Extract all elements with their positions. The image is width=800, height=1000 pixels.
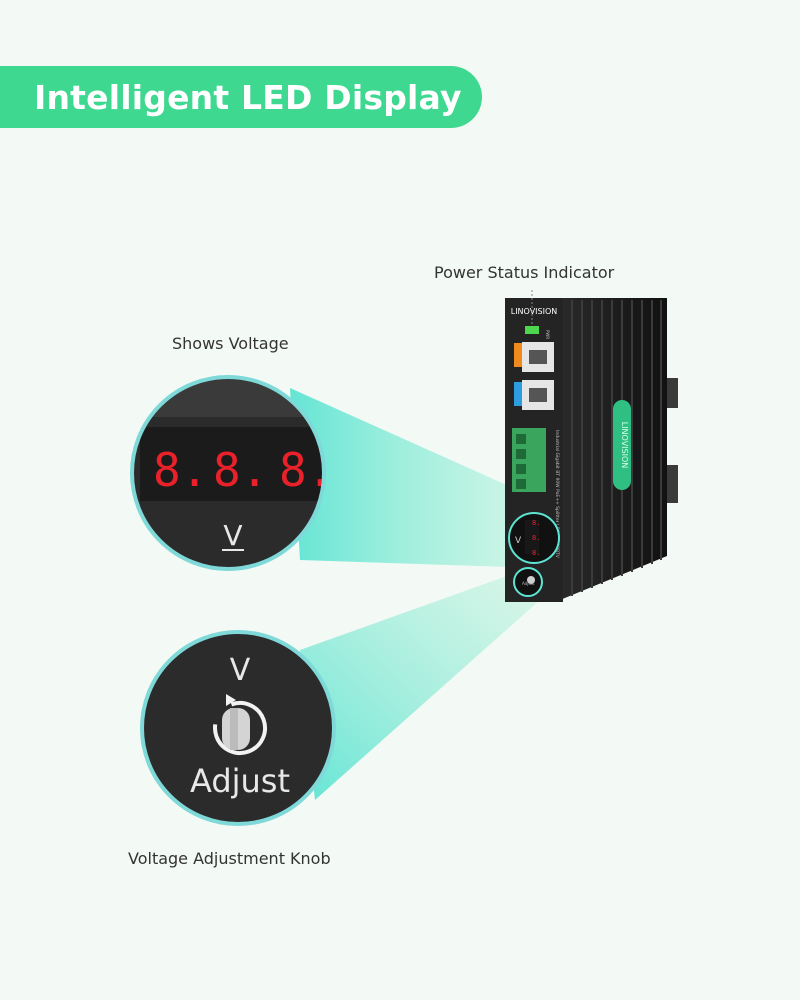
power-status-caption: Power Status Indicator [434,263,615,282]
svg-text:8.: 8. [532,549,540,557]
front-brand-label: LINOVISION [511,307,558,316]
led-digit-2: 8. [213,443,268,497]
rotate-arrow-icon [213,701,267,755]
display-unit-label: V [223,519,242,552]
led-digit-3: 8. [279,443,334,497]
small-v-label: V [515,536,522,546]
svg-text:8.: 8. [532,519,540,527]
svg-text:8.: 8. [532,534,540,542]
display-zoom-circle: 8. 8. 8. V [130,375,334,571]
side-logo-plate [613,400,631,490]
model-text: Industrial Gigabit BT 90W PoE++ Splitter… [554,430,560,559]
shows-voltage-caption: Shows Voltage [172,334,289,353]
page-title: Intelligent LED Display [34,77,462,117]
title-banner: Intelligent LED Display [0,66,482,128]
pwr-label: PWR [545,330,550,339]
poe-splitter-device: LINOVISION LINOVISION PWR Industrial Gig… [505,290,678,602]
knob-zoom-circle: V Adjust [140,630,336,826]
side-brand-label: LINOVISION [620,422,629,469]
led-digit-1: 8. [153,443,208,497]
knob-adjust-label: Adjust [190,762,290,800]
knob-caption: Voltage Adjustment Knob [128,849,331,868]
knob-v-label: V [230,653,251,688]
power-led [525,326,539,334]
zoom-beam-display [290,388,540,568]
zoom-beam-knob [300,566,540,800]
small-adjust-label: Adjust [522,581,535,586]
